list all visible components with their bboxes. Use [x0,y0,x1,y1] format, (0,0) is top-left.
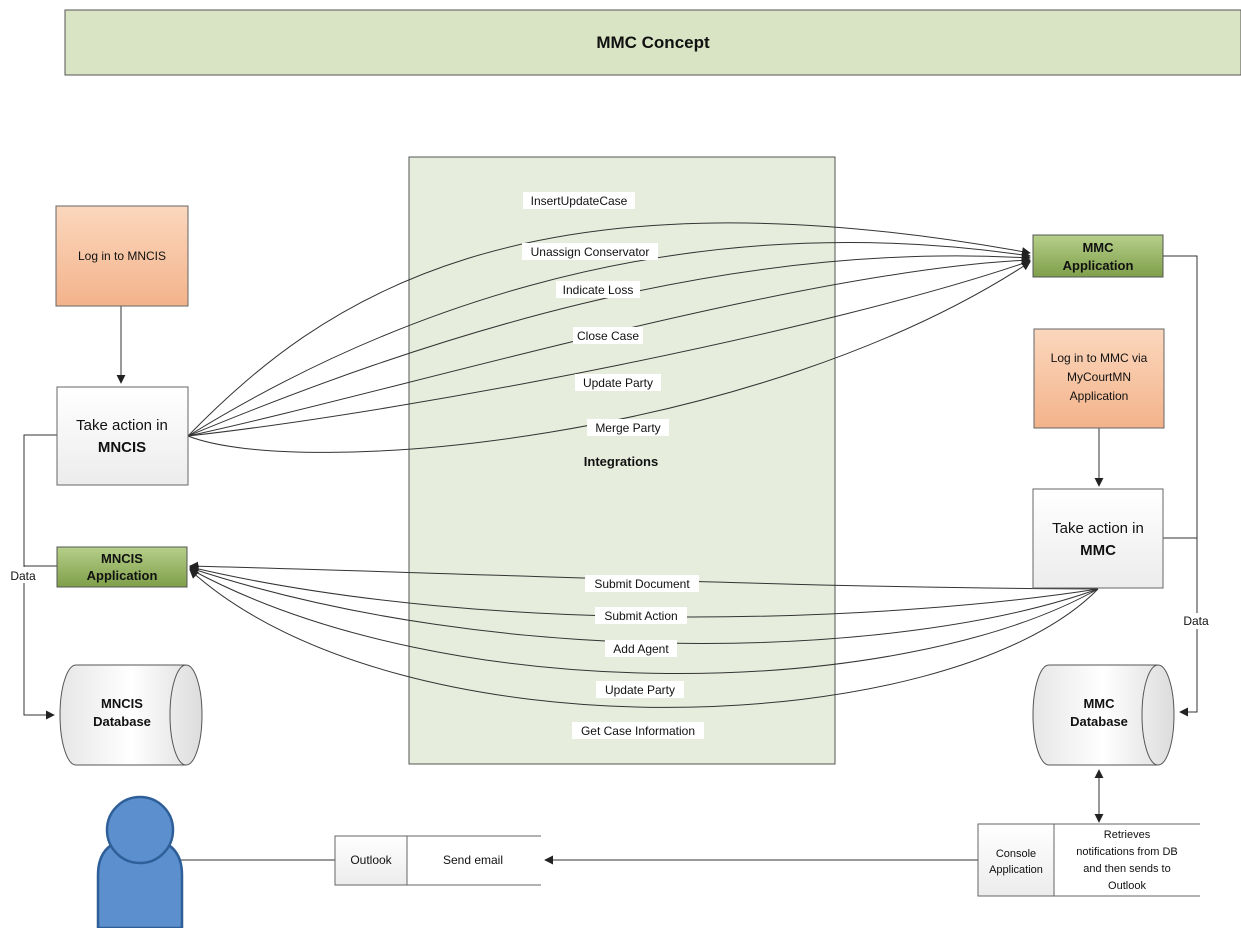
login-mncis-label: Log in to MNCIS [78,249,166,263]
title-banner: MMC Concept [64,9,1241,76]
retrieves-line4: Outlook [1108,880,1146,892]
login-mmc-box: Log in to MMC via MyCourtMN Application [1033,328,1165,429]
outlook-label: Outlook [350,853,392,867]
integration-label-submit-action: Submit Action [604,609,677,623]
retrieves-line2: notifications from DB [1076,846,1177,858]
login-mncis-box: Log in to MNCIS [55,205,189,307]
mmc-application-line1: MMC [1082,240,1114,255]
mncis-database-line1: MNCIS [101,696,143,711]
integration-label-insertupdatecase: InsertUpdateCase [531,194,628,208]
console-line2: Application [989,864,1043,876]
page-title: MMC Concept [596,33,710,52]
send-email-label: Send email [443,853,503,867]
take-action-mmc-line2: MMC [1080,542,1116,559]
take-action-mncis-box: Take action in MNCIS [56,386,189,486]
mncis-database: MNCIS Database [59,664,203,766]
take-action-mmc-line1: Take action in [1052,520,1144,537]
integration-label-indicate-loss: Indicate Loss [563,283,634,297]
integration-label-update-party-in: Update Party [605,683,675,697]
right-data-label: Data [1183,614,1209,628]
integration-label-update-party-out: Update Party [583,376,653,390]
mmc-application-line2: Application [1063,258,1134,273]
mmc-database-line2: Database [1070,714,1128,729]
console-line1: Console [996,848,1036,860]
right-connectors [144,255,1198,865]
outlook-box: Outlook Send email [334,835,541,886]
integration-label-submit-document: Submit Document [594,577,690,591]
take-action-mncis-line1: Take action in [76,417,168,434]
console-application-box: Console Application Retrieves notificati… [977,823,1200,897]
mncis-application-line1: MNCIS [101,551,143,566]
take-action-mmc-box: Take action in MMC [1032,488,1164,589]
login-mmc-line1: Log in to MMC via [1051,351,1148,365]
mncis-application-line2: Application [87,568,158,583]
login-mmc-line3: Application [1070,389,1129,403]
mncis-database-line2: Database [93,714,151,729]
retrieves-line1: Retrieves [1104,829,1151,841]
integration-label-merge-party: Merge Party [595,421,660,435]
mmc-application-box: MMC Application [1032,234,1164,278]
mmc-database: MMC Database [1032,664,1175,766]
retrieves-line3: and then sends to [1083,863,1170,875]
take-action-mncis-line2: MNCIS [98,439,146,456]
left-data-label: Data [10,569,36,583]
mmc-database-line1: MMC [1083,696,1115,711]
integration-label-get-case-information: Get Case Information [581,724,695,738]
user-icon [96,795,184,928]
integration-label-close-case: Close Case [577,329,639,343]
integration-label-unassign-conservator: Unassign Conservator [531,245,650,259]
left-connectors [23,306,126,720]
inbound-labels: Submit Document Submit Action Add Agent … [572,575,704,739]
integration-label-add-agent: Add Agent [613,642,669,656]
mncis-application-box: MNCIS Application [56,546,188,588]
login-mmc-line2: MyCourtMN [1067,370,1131,384]
integrations-label: Integrations [584,454,658,469]
outbound-labels: InsertUpdateCase Unassign Conservator In… [522,192,669,436]
